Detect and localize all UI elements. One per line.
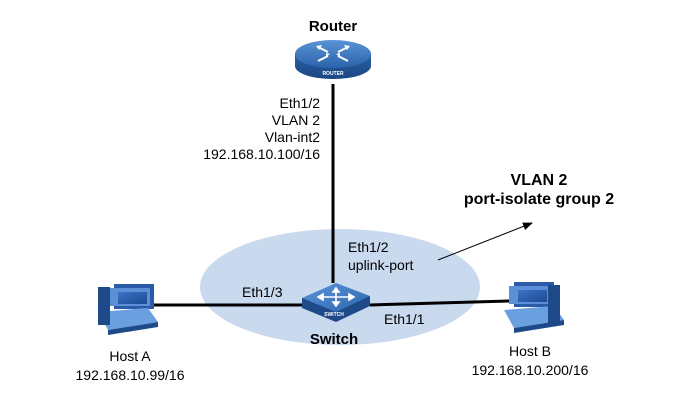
- link-switch-host-b: [369, 299, 511, 307]
- switch-icon-text: SWITCH: [324, 312, 344, 318]
- host-b-ip: 192.168.10.200/16: [472, 362, 589, 378]
- callout-isolate-group: port-isolate group 2: [464, 191, 614, 208]
- router-port-line-1: Eth1/2: [280, 95, 321, 111]
- router-port-line-4: 192.168.10.100/16: [203, 146, 320, 162]
- callout-arrow: [437, 222, 533, 261]
- router-title: Router: [309, 18, 357, 35]
- router-port-info: Eth1/2 VLAN 2 Vlan-int2 192.168.10.100/1…: [203, 95, 320, 162]
- host-a-name: Host A: [109, 348, 151, 364]
- switch-uplink-port: Eth1/2: [348, 239, 389, 255]
- switch-icon: SWITCH: [302, 283, 370, 322]
- router-port-line-2: VLAN 2: [272, 112, 320, 128]
- host-a-pc-icon: [98, 284, 158, 335]
- router-icon-text: ROUTER: [322, 71, 344, 77]
- switch-title: Switch: [310, 331, 358, 348]
- host-b-pc-icon: [504, 282, 564, 333]
- switch-uplink-role: uplink-port: [348, 257, 413, 273]
- router-port-line-3: Vlan-int2: [265, 129, 320, 145]
- switch-left-port: Eth1/3: [242, 284, 283, 300]
- callout-vlan: VLAN 2: [511, 172, 568, 189]
- router-icon: ROUTER: [295, 40, 371, 79]
- host-b-name: Host B: [509, 343, 551, 359]
- switch-right-port: Eth1/1: [384, 311, 425, 327]
- host-a-ip: 192.168.10.99/16: [76, 367, 185, 383]
